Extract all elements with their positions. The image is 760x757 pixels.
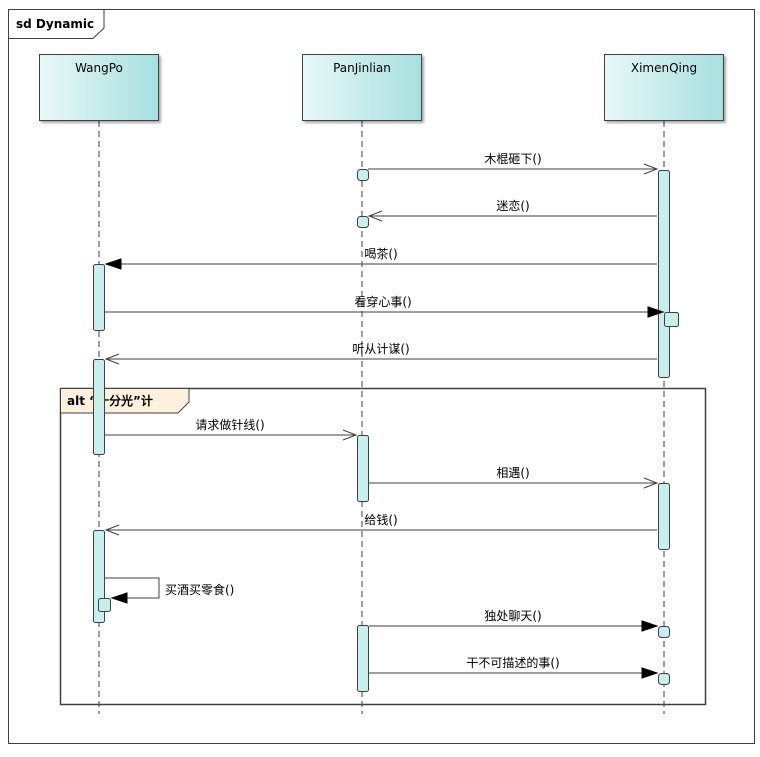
message-6[interactable]: 请求做针线()	[105, 417, 358, 441]
frame-label: sd Dynamic	[16, 17, 94, 31]
message-7[interactable]: 相遇()	[369, 466, 659, 489]
lifeline-panjinlian-label: PanJinlian	[333, 61, 391, 75]
frame-border	[8, 9, 755, 744]
message-4-label: 看穿心事()	[354, 294, 411, 309]
message-10-label: 独处聊天()	[484, 609, 541, 623]
lifeline-ximenqing[interactable]	[604, 54, 724, 121]
activation-bar[interactable]	[658, 170, 670, 378]
message-1-label: 木棍砸下()	[484, 152, 541, 166]
message-8[interactable]: 给钱()	[104, 512, 657, 536]
activation-stub[interactable]	[357, 216, 369, 228]
message-8-label: 给钱()	[364, 512, 397, 527]
activation-bar[interactable]	[658, 483, 670, 550]
activation-stub[interactable]	[357, 169, 369, 181]
message-1[interactable]: 木棍砸下()	[368, 152, 659, 175]
activation-stub[interactable]	[658, 673, 670, 685]
activation-bar[interactable]	[93, 359, 105, 455]
message-6-label: 请求做针线()	[195, 417, 264, 432]
message-4[interactable]: 看穿心事()	[105, 294, 665, 318]
message-10[interactable]: 独处聊天()	[369, 609, 659, 632]
lifeline-panjinlian[interactable]	[302, 54, 422, 121]
alt-fragment-label: alt “十分光”计	[67, 393, 153, 408]
message-3-label: 喝茶()	[364, 246, 397, 261]
activation-bar[interactable]	[664, 312, 679, 327]
message-7-label: 相遇()	[496, 466, 529, 480]
activation-bar[interactable]	[357, 435, 369, 502]
message-11-label: 干不可描述的事()	[466, 655, 559, 670]
message-9-self[interactable]: 买酒买零食()	[105, 577, 234, 604]
message-3[interactable]: 喝茶()	[104, 246, 657, 270]
message-2[interactable]: 迷恋()	[367, 198, 657, 222]
alt-fragment-tab	[60, 388, 190, 414]
message-11[interactable]: 干不可描述的事()	[369, 655, 659, 679]
alt-fragment[interactable]	[59, 387, 707, 706]
lifeline-wangpo[interactable]	[39, 54, 159, 121]
activation-bar[interactable]	[98, 598, 111, 612]
message-2-label: 迷恋()	[496, 198, 529, 213]
activation-stub[interactable]	[658, 626, 670, 638]
activation-bar[interactable]	[357, 625, 369, 692]
message-5-label: 听从计谋()	[352, 342, 409, 356]
lifeline-ximenqing-label: XimenQing	[631, 61, 697, 75]
lifeline-wangpo-label: WangPo	[75, 61, 123, 75]
message-9-label: 买酒买零食()	[165, 582, 234, 597]
message-5[interactable]: 听从计谋()	[104, 342, 657, 365]
frame-tab	[8, 9, 105, 39]
activation-bar[interactable]	[93, 264, 105, 331]
